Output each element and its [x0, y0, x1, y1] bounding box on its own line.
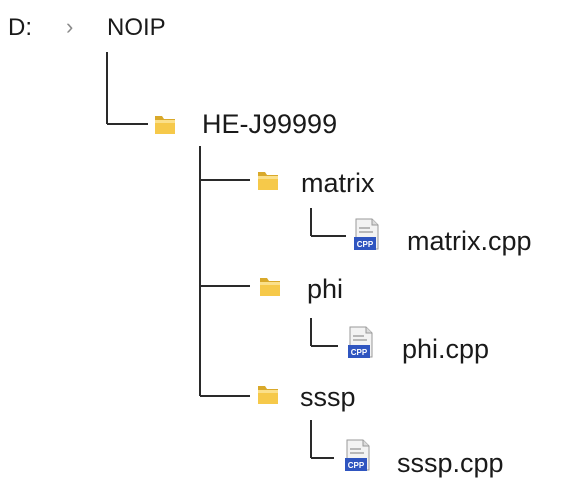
svg-text:CPP: CPP	[348, 461, 365, 470]
cpp-file-icon: CPP	[354, 218, 379, 250]
folder-label: matrix	[301, 168, 375, 198]
folder-label: phi	[307, 274, 344, 304]
folder-icon	[258, 172, 278, 190]
folder-label: HE-J99999	[202, 109, 338, 139]
folder-icon	[260, 278, 280, 296]
file-label: sssp.cpp	[397, 448, 504, 478]
folder-label: sssp	[300, 382, 356, 412]
cpp-file-icon: CPP	[348, 326, 373, 358]
file-label: matrix.cpp	[407, 226, 532, 256]
folder-icon	[258, 386, 278, 404]
file-label: phi.cpp	[402, 334, 490, 364]
cpp-file-icon: CPP	[345, 439, 370, 471]
chevron-right-icon: ›	[66, 14, 74, 39]
root-folder-label[interactable]: NOIP	[107, 14, 166, 41]
drive-label[interactable]: D:	[8, 14, 32, 41]
svg-text:CPP: CPP	[351, 348, 368, 357]
folder-icon	[155, 116, 175, 134]
svg-text:CPP: CPP	[357, 240, 374, 249]
